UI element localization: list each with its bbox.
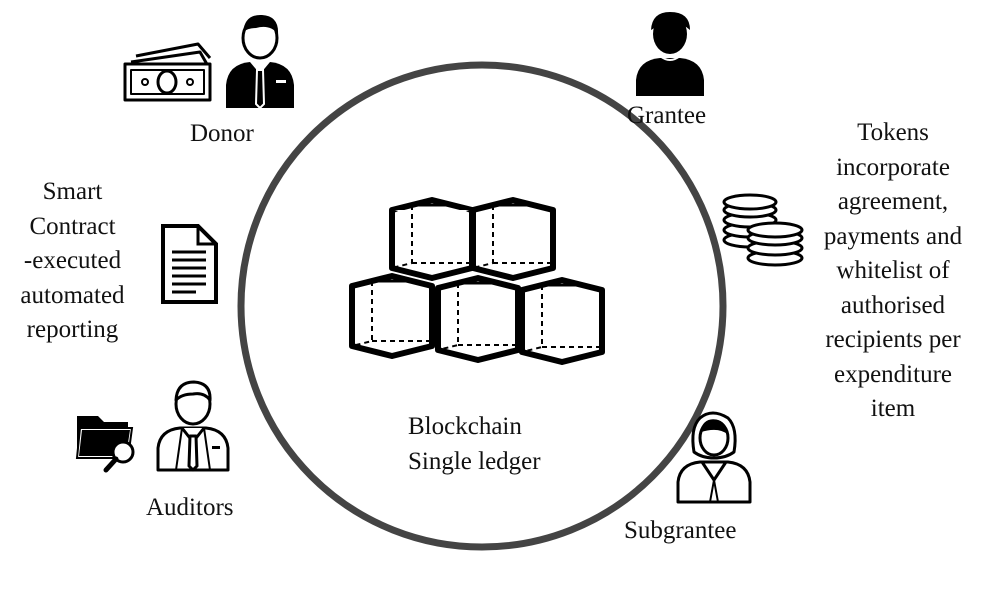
- grantee-person-icon: [636, 12, 704, 96]
- tokens-line: agreement,: [837, 188, 949, 215]
- tokens-line: item: [870, 395, 916, 422]
- tokens-text: Tokens incorporate agreement, payments a…: [806, 116, 980, 427]
- subgrantee-person-icon: [676, 411, 752, 504]
- smart-contract-line: Smart: [42, 178, 103, 205]
- ledger-circle: [237, 61, 727, 551]
- donor-label: Donor: [190, 120, 254, 147]
- grantee-label: Grantee: [627, 102, 707, 129]
- donor-person-icon: [226, 14, 294, 110]
- smart-contract-line: -executed: [23, 247, 122, 274]
- smart-contract-text: Smart Contract -executed automated repor…: [10, 175, 135, 348]
- tokens-line: recipients per: [825, 326, 961, 353]
- smart-contract-line: Contract: [29, 212, 116, 240]
- smart-contract-line: reporting: [26, 316, 119, 343]
- auditors-label: Auditors: [146, 494, 234, 521]
- tokens-line: payments and: [823, 222, 963, 250]
- smart-contract-line: automated: [20, 281, 125, 309]
- center-caption-line: Single ledger: [408, 447, 541, 475]
- subgrantee-label: Subgrantee: [624, 517, 737, 544]
- tokens-line: authorised: [840, 291, 946, 319]
- document-icon: [161, 224, 218, 304]
- tokens-line: whitelist of: [836, 257, 950, 284]
- center-caption-line: Blockchain: [408, 413, 522, 440]
- coins-icon: [722, 193, 804, 267]
- money-icon: [123, 42, 212, 102]
- tokens-line: expenditure: [833, 360, 952, 388]
- folder-search-icon: [75, 416, 135, 473]
- tokens-line: Tokens: [857, 119, 929, 146]
- center-caption: Blockchain Single ledger: [380, 410, 580, 479]
- auditor-person-icon: [156, 380, 230, 472]
- blockchain-cubes-icon: [349, 197, 605, 365]
- tokens-line: incorporate: [836, 153, 950, 181]
